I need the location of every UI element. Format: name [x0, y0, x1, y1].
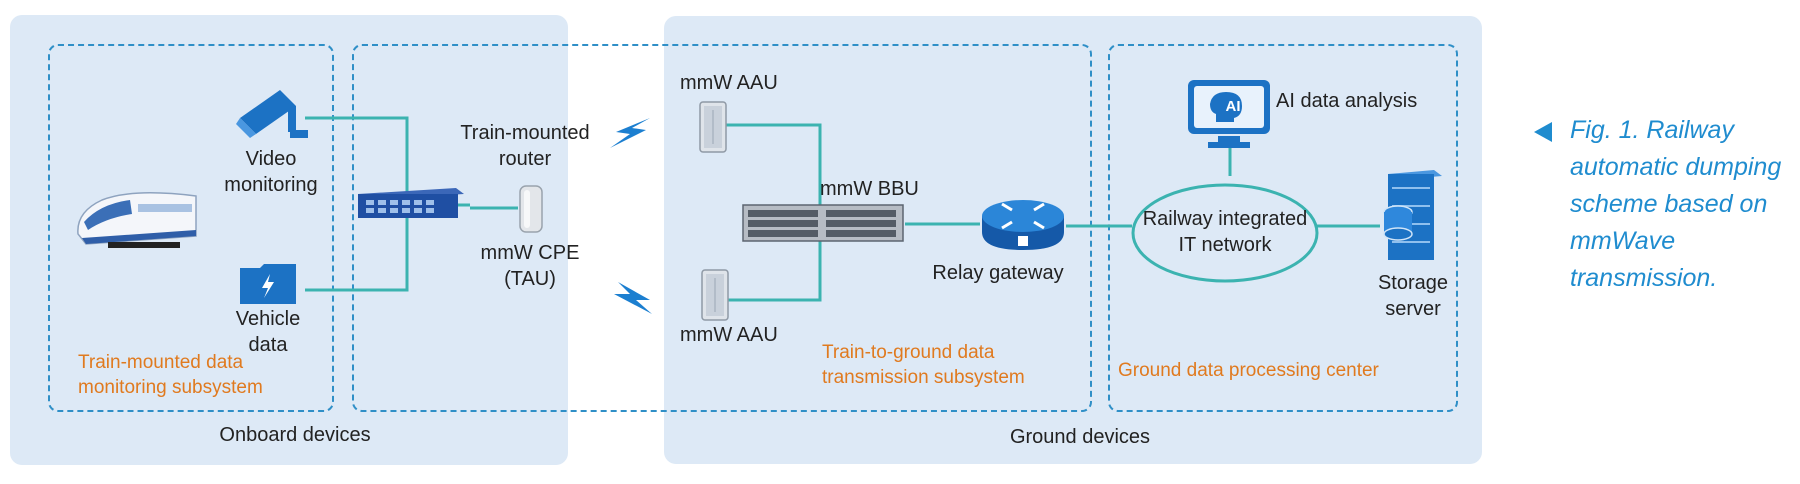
- train-mounted-router-icon: [358, 188, 464, 218]
- processing-center-box: [1108, 44, 1458, 412]
- ground-devices-title: Ground devices: [1009, 426, 1151, 448]
- video-camera-icon: [236, 90, 308, 138]
- figure-caption: Fig. 1. Railway automatic dumping scheme…: [1570, 116, 1782, 292]
- railway-network-ellipse: [1131, 183, 1319, 283]
- lightning-icon-bottom: [614, 282, 652, 314]
- mmw-aau-bottom-label: mmW AAU: [680, 324, 778, 346]
- storage-server-icon: [1383, 170, 1442, 260]
- caption-pointer-icon: [1534, 122, 1552, 142]
- mmw-cpe-label: mmW CPE(TAU): [480, 242, 580, 290]
- ai-badge-label: AI: [1225, 98, 1241, 115]
- onboard-devices-title: Onboard devices: [219, 424, 371, 446]
- relay-gateway-icon: [982, 200, 1064, 250]
- mmw-aau-top-icon: [699, 101, 727, 153]
- mmw-bbu-label: mmW BBU: [820, 178, 919, 200]
- train-icon: [77, 192, 197, 248]
- mmw-cpe-icon: [519, 185, 543, 233]
- relay-gateway-label: Relay gateway: [932, 262, 1064, 284]
- lightning-icon-top: [610, 118, 650, 148]
- ai-analysis-monitor-icon: [1188, 80, 1270, 148]
- mmw-aau-bottom-icon: [701, 269, 729, 321]
- mmw-bbu-icon: [742, 204, 904, 242]
- mmw-aau-top-label: mmW AAU: [680, 72, 778, 94]
- monitoring-subsystem-box: [48, 44, 334, 412]
- processing-center-label: Ground data processing center: [1118, 360, 1379, 381]
- ai-data-analysis-label: AI data analysis: [1276, 90, 1418, 112]
- transmission-subsystem-box: [352, 44, 1092, 412]
- vehicle-data-folder-icon: [240, 264, 296, 304]
